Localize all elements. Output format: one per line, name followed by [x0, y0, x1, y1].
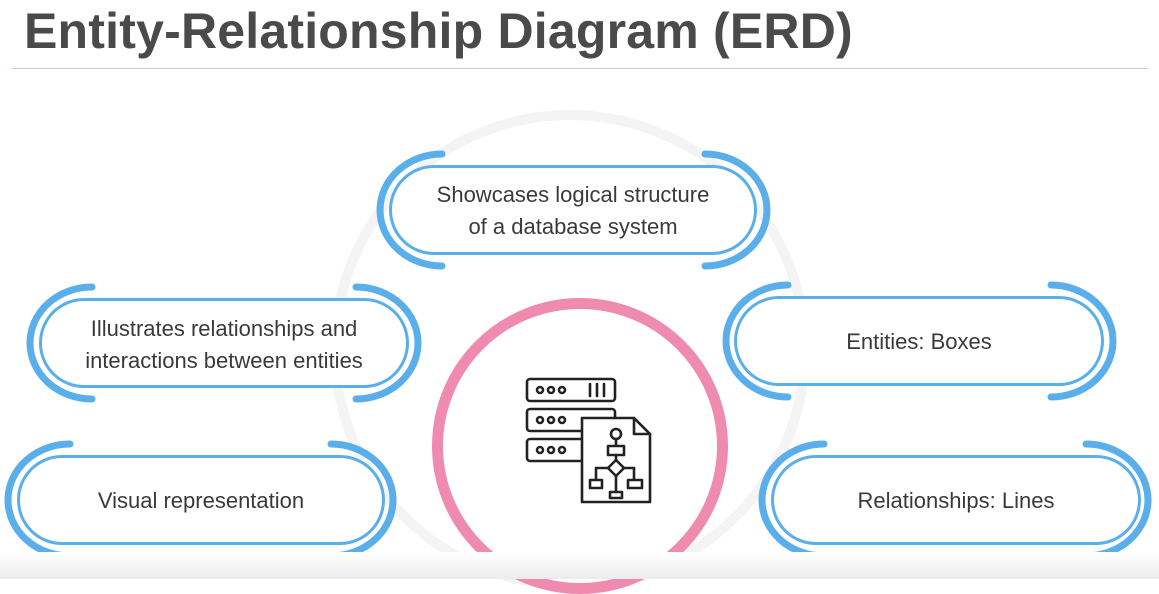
pill-arc-decorations: [4, 150, 1152, 560]
point-relationships-line1: Illustrates relationships and: [90, 316, 358, 341]
left-lower-pill-arc-left: [4, 440, 74, 560]
right-lower-pill-arc-right: [1082, 440, 1152, 560]
point-logical-structure-line2: of a database system: [468, 214, 678, 239]
left-upper-pill-arc-right: [352, 283, 422, 403]
top-pill-arc-right: [701, 150, 771, 270]
point-relationships-lines: Relationships: Lines: [771, 455, 1141, 545]
point-visual-representation: Visual representation: [17, 455, 385, 545]
right-lower-pill-arc-left: [758, 440, 828, 560]
point-entities-boxes: Entities: Boxes: [734, 296, 1104, 386]
right-upper-pill-arc-left: [722, 281, 792, 401]
left-upper-pill-arc-left: [26, 283, 96, 403]
bottom-fade: [0, 552, 1159, 579]
point-visual-representation-text: Visual representation: [97, 488, 305, 513]
top-pill-arc-left: [376, 150, 446, 270]
point-relationships-lines-text: Relationships: Lines: [857, 488, 1055, 513]
point-entities-boxes-text: Entities: Boxes: [846, 329, 992, 354]
left-lower-pill-arc-right: [327, 440, 397, 560]
title-divider: [12, 68, 1148, 69]
right-upper-pill-arc-right: [1047, 281, 1117, 401]
database-flowchart-icon: [525, 377, 652, 504]
point-relationships-interactions: Illustrates relationships and interactio…: [39, 298, 409, 388]
slide-title: Entity-Relationship Diagram (ERD): [24, 3, 853, 59]
point-logical-structure-line1: Showcases logical structure: [436, 182, 710, 207]
point-logical-structure: Showcases logical structure of a databas…: [389, 165, 757, 255]
point-relationships-line2: interactions between entities: [85, 348, 363, 373]
